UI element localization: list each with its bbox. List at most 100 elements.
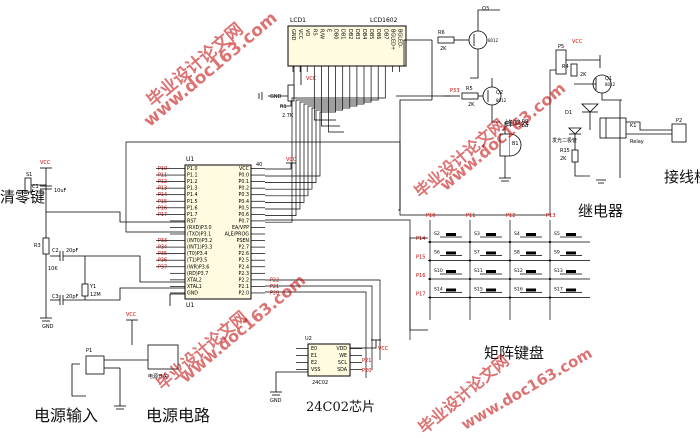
p2-ref: P2 [676,118,682,124]
mcu-left-pin-label: (INT1)P3.3 [187,245,212,251]
key-junction [508,259,512,262]
mcu-right-pin-label: P0.0 [238,173,249,179]
lcd-pin-label: BGLED- [397,29,403,48]
mcu-left-pin-label: GND [187,290,198,296]
u2-p21: P21 [362,358,371,364]
power-vcc-label: VCC [126,312,137,318]
key-switch [486,233,496,236]
lcd-bus-wire [265,72,379,216]
q1-ref: Q1 [605,76,612,82]
key-label: S10 [434,268,443,274]
q3-ref: Q3 [482,6,489,12]
mcu-left-net: P15 [158,199,167,205]
mcu-left-pin-label: (RD)P3.7 [187,271,208,277]
key-label: S16 [514,287,523,293]
mcu-right-net: P21 [270,284,279,290]
mcu-right-pin-label: P0.4 [238,199,249,205]
lcd-ref: LCD1 [290,17,306,24]
c1-ref: C1 [32,184,39,190]
eeprom-left-pin: VSS [311,367,320,373]
c2-ref: C2 [52,248,59,254]
matrix-keypad-label: 矩阵键盘 [484,344,545,362]
mcu-left-net: P17 [158,212,167,218]
key-junction [548,277,552,281]
mcu-right-pin-label: VCC [239,166,250,172]
mcu-left-pin-label: RST [187,218,196,224]
lcd-data-bus [265,72,386,223]
lcd-pin-label: DB5 [368,29,374,39]
mcu-pin40: 40 [256,162,262,168]
mcu-right-pin-label: ALE/PROG [225,232,250,238]
lcd-bus-wire [265,72,365,203]
key-junction [548,259,552,262]
keypad-col-net: P11 [466,213,475,219]
r5-value: 2K [468,102,475,108]
mcu-left-pin-label: P1.1 [187,173,198,179]
mcu-left-pin-label: XTAL2 [187,277,202,283]
mcu-left-pin-label: (T0)P3.4 [187,251,207,257]
u2-p20: P20 [362,368,371,374]
mcu-chip: U1 U1 40 P1.0P10P1.1P11P1.2P12P1.3P13P1.… [156,156,279,309]
mcu-right-pin-label: P2.5 [238,258,249,264]
u2-model: 24C02 [312,380,328,386]
key-junction [468,240,472,244]
mcu-left-net: P33 [158,238,167,244]
mcu-vcc-label: VCC [286,157,297,163]
key-label: S4 [514,231,520,237]
mcu-right-pin-label: P2.2 [238,277,249,283]
lcd-pin-label: DB1 [340,29,346,39]
power-input-label: 电源输入 [34,406,99,425]
r1-value: 2.7K [282,113,294,119]
eeprom-label: 24C02芯片 [306,400,376,415]
keypad-row-net: P17 [416,292,425,298]
power-circuit [71,319,179,410]
lcd-ctrl-wire [313,72,336,121]
buzzer-label: 蜂鸣器 [505,118,529,128]
r15-value: 2K [560,156,567,162]
lcd-pin-label: GND [290,29,296,41]
eeprom-wiring [270,339,381,396]
mcu-right-net: P20 [270,290,279,296]
mcu-left-pin-label: P1.2 [187,179,198,185]
q1-model: 8012 [605,82,616,87]
mcu-right-pin-label: P2.6 [238,251,249,257]
key-switch [486,270,496,273]
mcu-right-pin-label: P2.0 [238,290,249,296]
k1-ref: K1 [630,123,636,129]
mcu-left-pin-label: P1.4 [187,192,198,198]
d1-label: 发光二极管 [552,137,577,144]
mcu-right-pin-label: P2.1 [238,284,249,290]
u2-gnd-label: GND [270,398,282,404]
r3-value: 10K [48,266,58,272]
lcd-pin-label: VCC [297,29,303,40]
key-label: S11 [474,268,483,274]
key-switch [566,251,576,255]
lcd-bus-wire [265,72,336,177]
r6-ref: R6 [438,30,445,36]
lcd-pin-label: DB7 [382,29,388,39]
mcu-left-pin-label: P1.0 [187,166,198,172]
mcu-left-net: P11 [158,173,167,179]
mcu-left-net: P36 [158,258,167,264]
key-switch [446,270,456,273]
clear-key-label: 清零键 [0,188,46,206]
mcu-left-pin-label: P1.7 [187,212,198,218]
reset-vcc-label: VCC [40,160,51,166]
lcd-pin-label: DB4 [361,29,367,39]
lcd-ctrl-wire [321,72,340,127]
q2-ref: Q2 [496,90,503,96]
q3-model: 8012 [488,38,499,43]
r1-ref: R1 [280,104,287,110]
eeprom-left-pin: E0 [311,346,317,352]
key-switch [446,251,456,255]
r4-value: 2K [580,72,587,78]
lcd-pin-label: DB6 [375,29,381,39]
lcd-pin-label: BGLED+ [389,29,395,50]
key-label: S2 [434,231,440,237]
lcd-bus-wire [265,72,372,210]
key-label: S13 [554,268,563,274]
key-switch [486,251,496,255]
mcu-ref-bottom: U1 [186,302,194,309]
eeprom-right-pin: SCL [338,360,347,366]
u2-ref: U2 [305,336,312,342]
